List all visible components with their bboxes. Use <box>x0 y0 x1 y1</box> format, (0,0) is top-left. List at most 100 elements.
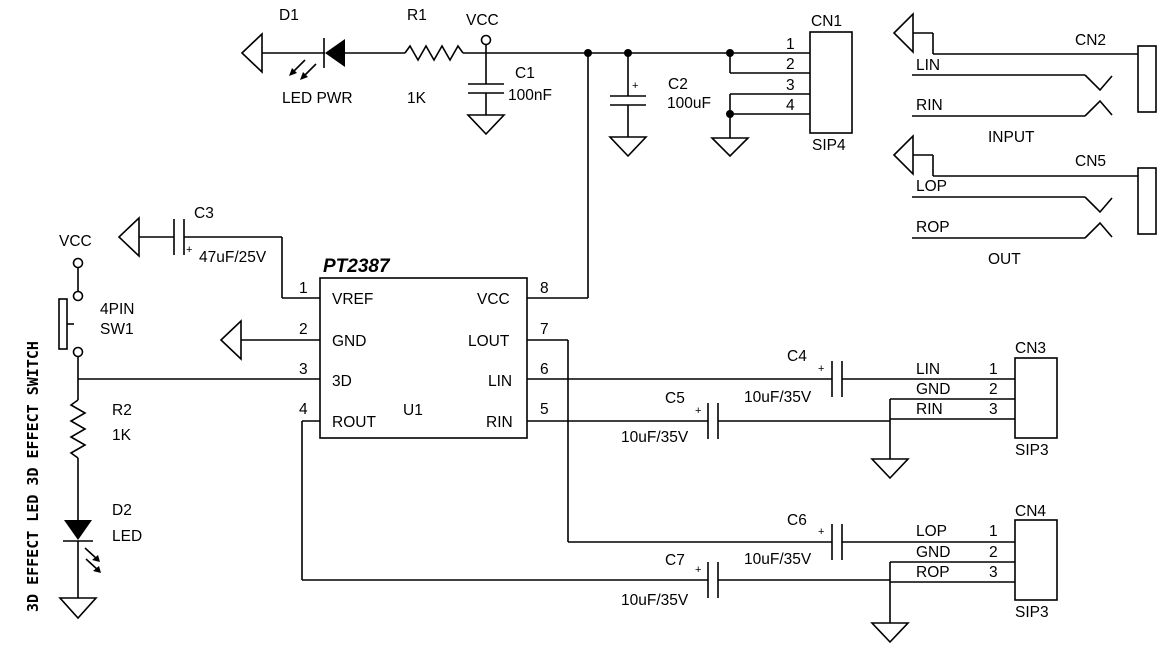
pin-4-name: ROUT <box>332 414 376 431</box>
ic-body <box>319 277 528 439</box>
output-coupling-circuit: + C6 10uF/35V + C7 10uF/35V LOP GND ROP … <box>302 503 1058 644</box>
cn4-pin-1: 1 <box>989 523 998 540</box>
flag-arrow-symbol <box>117 216 140 258</box>
cn4-pin-2: 2 <box>989 544 998 561</box>
cn4-net-3: ROP <box>916 564 950 581</box>
pin-6-number: 6 <box>540 361 549 378</box>
d1-value: LED PWR <box>282 90 353 107</box>
pin-8-name: VCC <box>477 291 510 308</box>
flag-arrow-symbol <box>892 134 914 176</box>
r1-ref: R1 <box>407 7 427 24</box>
vcc-terminal-symbol <box>72 257 84 269</box>
cn5-output-jack: CN5 LOP ROP OUT <box>892 134 1157 268</box>
sw1-ref: SW1 <box>100 321 134 338</box>
c3-circuit: + C3 47uF/25V <box>117 205 283 298</box>
cn3-pin-1: 1 <box>989 361 998 378</box>
pin-7-name: LOUT <box>468 333 510 350</box>
d2-value: LED <box>112 528 142 545</box>
r2-resistor-symbol <box>69 399 87 459</box>
cn2-rin: RIN <box>916 97 943 114</box>
ground-symbol <box>608 136 648 158</box>
pin-6-name: LIN <box>488 373 512 390</box>
cn3-pin-3: 3 <box>989 401 998 418</box>
cn5-lop: LOP <box>916 178 947 195</box>
c7-ref: C7 <box>665 552 685 569</box>
cn4-pin-3: 3 <box>989 564 998 581</box>
c7-value: 10uF/35V <box>621 592 689 609</box>
d2-light-arrows <box>84 547 101 573</box>
pin-1-name: VREF <box>332 291 373 308</box>
vcc-terminal-symbol <box>480 34 492 46</box>
ic-part-number: PT2387 <box>323 256 391 277</box>
r2-ref: R2 <box>112 402 132 419</box>
power-led-circuit: D1 LED PWR R1 1K VCC C1 100nF + C2 100u <box>240 7 853 298</box>
c7-polarity: + <box>695 564 701 576</box>
cn3-net-3: RIN <box>916 401 943 418</box>
cn4-net-2: GND <box>916 544 950 561</box>
cn4-type: SIP3 <box>1015 604 1049 621</box>
cn4-net-1: LOP <box>916 523 947 540</box>
ic-ref: U1 <box>403 402 423 419</box>
pin-2-number: 2 <box>299 321 308 338</box>
c1-ref: C1 <box>515 65 535 82</box>
d1-diode-symbol <box>325 39 345 67</box>
d2-ref: D2 <box>112 502 132 519</box>
cn3-ref: CN3 <box>1015 340 1046 357</box>
c5-polarity: + <box>695 405 701 417</box>
pin-4-number: 4 <box>299 401 308 418</box>
cn1-connector <box>809 31 853 134</box>
cn2-input-jack: CN2 LIN RIN INPUT <box>892 12 1157 146</box>
r1-value: 1K <box>407 90 427 107</box>
ic-u1: PT2387 U1 1 VREF 2 GND 3 3D 4 ROUT 8 VCC… <box>78 256 832 580</box>
c6-value: 10uF/35V <box>744 551 812 568</box>
c2-ref: C2 <box>668 76 688 93</box>
cn3-net-1: LIN <box>916 361 940 378</box>
cn3-type: SIP3 <box>1015 442 1049 459</box>
cn4-ref: CN4 <box>1015 503 1046 520</box>
cn1-pin-1: 1 <box>786 36 795 53</box>
c3-value: 47uF/25V <box>199 249 267 266</box>
cn2-lin: LIN <box>916 57 940 74</box>
cn5-jack-body <box>1137 167 1157 235</box>
r1-resistor-symbol <box>404 44 464 62</box>
pin-5-number: 5 <box>540 401 549 418</box>
c4-value: 10uF/35V <box>744 389 812 406</box>
cn3-net-2: GND <box>916 381 950 398</box>
cn1-ref: CN1 <box>811 13 842 30</box>
input-coupling-circuit: + C4 10uF/35V + C5 10uF/35V LIN GND RIN … <box>621 340 1058 480</box>
cn3-pin-2: 2 <box>989 381 998 398</box>
c4-polarity: + <box>818 363 824 375</box>
pin-1-number: 1 <box>299 280 308 297</box>
cn2-jack-body <box>1137 45 1157 113</box>
vcc-label-left: VCC <box>59 233 92 250</box>
ground-symbol <box>870 622 910 644</box>
cn1-type: SIP4 <box>812 137 846 154</box>
pin-3-number: 3 <box>299 361 308 378</box>
flag-arrow-symbol <box>240 32 263 74</box>
cn5-label: OUT <box>988 251 1021 268</box>
pin-5-name: RIN <box>486 414 513 431</box>
cn5-ref: CN5 <box>1075 153 1106 170</box>
c4-ref: C4 <box>787 348 807 365</box>
ground-symbol <box>710 137 750 158</box>
c5-value: 10uF/35V <box>621 429 689 446</box>
cn1-pin-4: 4 <box>786 97 795 114</box>
cn1-pin-3: 3 <box>786 77 795 94</box>
cn3-connector <box>1014 357 1058 439</box>
vcc-label-top: VCC <box>466 12 499 29</box>
cn2-label: INPUT <box>988 129 1035 146</box>
cn2-ref: CN2 <box>1075 32 1106 49</box>
sw1-switch-symbol <box>58 298 68 350</box>
c2-polarity: + <box>632 80 638 92</box>
pin-3-name: 3D <box>332 373 352 390</box>
side-title: 3D EFFECT LED 3D EFFECT SWITCH <box>24 341 42 612</box>
pin-7-number: 7 <box>540 321 549 338</box>
effect-switch-circuit: VCC 4PIN SW1 R2 1K D2 LED 3D EFFECT LED … <box>24 233 142 620</box>
ground-symbol <box>870 458 910 480</box>
c6-ref: C6 <box>787 512 807 529</box>
d1-light-arrows <box>289 59 317 80</box>
c3-polarity: + <box>186 244 192 256</box>
c1-value: 100nF <box>508 87 552 104</box>
cn5-rop: ROP <box>916 219 950 236</box>
